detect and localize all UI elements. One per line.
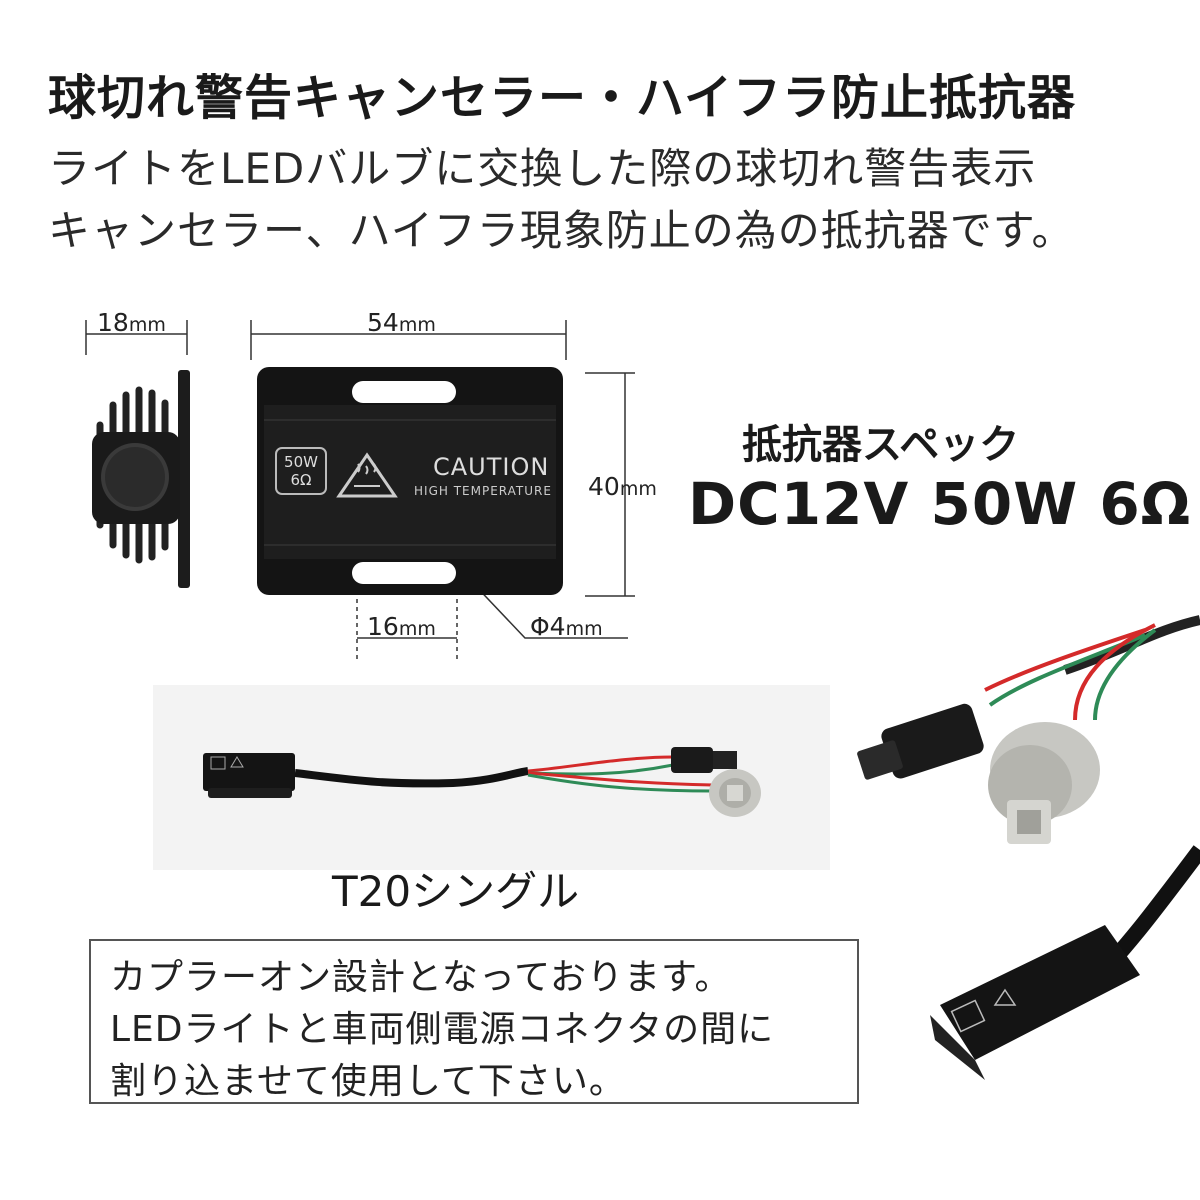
t20-plug-closeup (857, 703, 984, 780)
slot-dimension-line (356, 575, 458, 660)
product-photo-t20 (203, 747, 761, 817)
device-caution-label: CAUTION (433, 453, 550, 481)
dimension-diagram (85, 320, 635, 660)
width-label: 54mm (367, 308, 436, 337)
height-label: 40mm (588, 472, 657, 501)
heat-warning-icon (336, 452, 398, 498)
depth-dimension-line (85, 320, 188, 355)
note-line-1: カプラーオン設計となっております。 (110, 957, 732, 998)
socket-closeup (988, 722, 1100, 844)
note-line-3: 割り込ませて使用して下さい。 (110, 1061, 626, 1102)
resistor-closeup (930, 925, 1140, 1080)
front-view-resistor (257, 367, 563, 595)
page-title: 球切れ警告キャンセラー・ハイフラ防止抵抗器 (48, 70, 1077, 126)
slot-label: 16mm (367, 612, 436, 641)
spec-values: DC12V 50W 6Ω (688, 470, 1192, 538)
top-mount-slot (352, 381, 456, 403)
device-warning-label: HIGH TEMPERATURE (414, 484, 552, 498)
depth-label: 18mm (97, 308, 166, 337)
height-dimension-line (585, 372, 635, 597)
subtitle-line-1: ライトをLEDバルブに交換した際の球切れ警告表示 (48, 144, 1037, 193)
note-line-2: LEDライトと車両側電源コネクタの間に (110, 1009, 775, 1050)
t20-socket (709, 769, 761, 817)
hole-leader-line (469, 579, 628, 639)
device-rating-label: 50W 6Ω (284, 453, 318, 489)
subtitle-line-2: キャンセラー、ハイフラ現象防止の為の抵抗器です。 (48, 206, 1075, 255)
side-view-heatsink (92, 370, 190, 588)
width-dimension-line (250, 320, 567, 360)
t20-plug (671, 747, 713, 773)
note-box (89, 939, 859, 1104)
resistor-module (203, 753, 295, 798)
hole-label: Φ4mm (530, 612, 603, 641)
product-photo-installed (857, 615, 1200, 1080)
spec-heading: 抵抗器スペック (742, 422, 1020, 468)
bottom-mount-slot (352, 562, 456, 584)
product-caption: T20シングル (332, 867, 580, 916)
